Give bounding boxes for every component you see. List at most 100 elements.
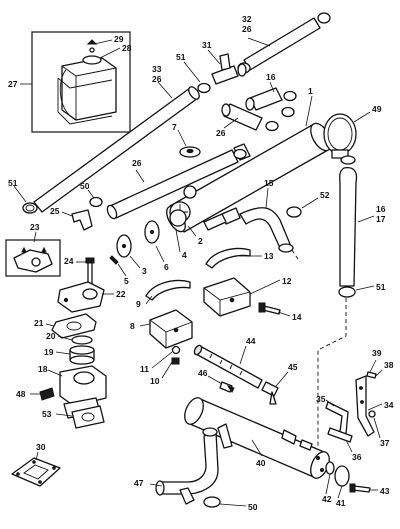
- disc-4: [169, 209, 187, 227]
- callout-51c: 51: [376, 282, 386, 292]
- gasket-30: [11, 457, 61, 487]
- callout-18: 18: [38, 364, 48, 374]
- leader-42: [325, 473, 331, 495]
- leader-15: [265, 187, 269, 209]
- gasket-53: [71, 405, 105, 429]
- washer-37: [368, 410, 376, 418]
- elbow-25-body: [71, 209, 93, 231]
- gasket-30-hole-b: [32, 460, 36, 464]
- hose-26-long: [89, 148, 247, 220]
- clamp-short-b: [281, 106, 295, 118]
- leader-44: [239, 345, 247, 365]
- clamp-short-c: [283, 90, 297, 102]
- pipe-47: [155, 427, 221, 508]
- gasket-30-hole-d: [38, 480, 42, 484]
- bolt-43-head: [349, 483, 356, 493]
- saddle-13: [205, 247, 251, 269]
- clamp-32-top: [317, 12, 331, 24]
- bracket-group: [145, 247, 251, 349]
- callout-36: 36: [352, 452, 362, 462]
- reservoir-inset: [31, 31, 131, 133]
- gasket-6-hole: [149, 229, 155, 235]
- bracket-8-edges: [149, 319, 193, 348]
- bracket-8-hole: [173, 327, 179, 333]
- nut-10: [171, 357, 180, 365]
- leader-12: [249, 279, 281, 295]
- plug-46-body: [219, 381, 233, 393]
- callout-44: 44: [246, 336, 256, 346]
- clamp-16-top: [340, 155, 356, 165]
- washer-11: [171, 345, 181, 355]
- leader-25: [61, 211, 73, 217]
- callout-8: 8: [130, 321, 135, 331]
- leader-40: [251, 439, 263, 457]
- bolt-43-shank: [352, 485, 371, 493]
- callout-32: 32: [242, 14, 252, 24]
- reservoir-edges: [61, 65, 117, 120]
- clamp-short-a: [265, 120, 279, 132]
- gasket-41: [334, 465, 350, 487]
- gasket-53-hole: [81, 412, 95, 422]
- fitting-48-body: [39, 387, 55, 401]
- gasket-30-hole-c: [52, 466, 56, 470]
- callout-16a: 16: [266, 72, 276, 82]
- elbow-25: [71, 209, 93, 231]
- nozzle-45: [261, 381, 279, 405]
- leader-51b: [183, 61, 201, 83]
- callout-53: 53: [42, 409, 52, 419]
- leader-41: [337, 485, 343, 499]
- bracket-39-hole-a: [359, 386, 363, 390]
- housing-18-port: [73, 371, 95, 385]
- leader-33: [157, 81, 173, 99]
- nozzle-45-body: [261, 381, 279, 397]
- pipe-47-branch: [179, 487, 195, 505]
- clamp-47-top: [202, 427, 218, 437]
- callout-48: 48: [16, 389, 26, 399]
- leader-32: [247, 37, 271, 47]
- callout-47: 47: [134, 478, 144, 488]
- leader-1: [305, 95, 313, 127]
- fasteners-10-11: [171, 345, 181, 365]
- clamp-49-screw: [331, 149, 349, 159]
- seal-42: [325, 461, 335, 475]
- hose-16-short: [221, 87, 297, 132]
- bracket-12: [203, 277, 251, 317]
- clamp-50-bottom: [203, 496, 221, 508]
- routing-dashes: [291, 249, 347, 448]
- callout-20: 20: [46, 331, 56, 341]
- callout-5: 5: [124, 276, 129, 286]
- clamp-51-left-inner: [25, 204, 35, 212]
- tube-44-end: [193, 344, 203, 356]
- callout-25: 25: [50, 206, 60, 216]
- hose-26-long-end: [106, 204, 118, 220]
- callout-52: 52: [320, 190, 330, 200]
- callout-51a: 51: [8, 178, 18, 188]
- callout-21: 21: [34, 318, 44, 328]
- leader-10: [161, 361, 173, 379]
- callout-31: 31: [202, 40, 212, 50]
- bolt-14-shank: [262, 305, 281, 315]
- exchanger-neck-2: [203, 213, 227, 231]
- hose-33: [22, 86, 200, 214]
- leader-39: [369, 359, 377, 373]
- leader-51c: [355, 285, 375, 291]
- housing-22-body: [57, 281, 105, 313]
- reservoir-hose: [59, 69, 77, 121]
- clip-36: [327, 427, 353, 443]
- tee-branch: [219, 53, 231, 71]
- hose-15-body: [239, 207, 291, 249]
- callout-26b: 26: [152, 74, 162, 84]
- manifold-drain: [217, 423, 233, 449]
- gasket-21-body: [51, 313, 97, 339]
- reservoir-tank: [61, 57, 117, 121]
- callout-46: 46: [198, 368, 208, 378]
- plug-46: [219, 381, 235, 393]
- callout-42: 42: [322, 494, 332, 504]
- leader-31: [207, 49, 221, 65]
- hose-16-17-body: [339, 166, 358, 287]
- manifold-left-end: [184, 397, 204, 425]
- leader-11: [151, 351, 173, 369]
- leader-45: [275, 371, 289, 387]
- ring-19-top: [69, 345, 95, 355]
